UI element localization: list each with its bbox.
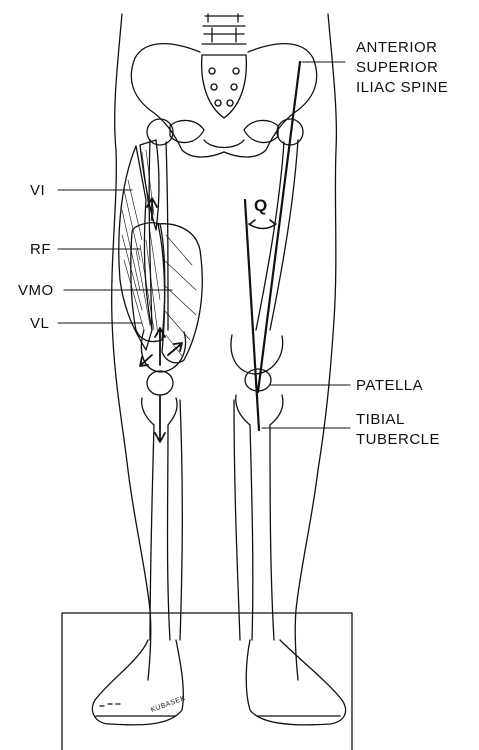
left-tibia <box>142 398 183 640</box>
label-vi: VI <box>30 181 45 200</box>
label-asis-line1: ANTERIOR <box>356 38 438 57</box>
vastus-medialis <box>158 224 202 363</box>
platform <box>62 613 352 750</box>
label-patella: PATELLA <box>356 376 423 395</box>
sacrum <box>202 55 247 118</box>
label-q-angle: Q <box>254 196 268 215</box>
label-asis-line3: ILIAC SPINE <box>356 78 448 97</box>
left-foot <box>92 640 183 725</box>
label-vmo: VMO <box>18 281 54 300</box>
body-outline-right <box>295 14 336 680</box>
label-vl: VL <box>30 314 49 333</box>
q-angle-lines <box>245 62 300 430</box>
force-arrows <box>140 198 182 442</box>
label-rf: RF <box>30 240 51 259</box>
label-asis-line2: SUPERIOR <box>356 58 438 77</box>
spine <box>202 14 246 44</box>
pelvis <box>131 44 316 157</box>
tibial-tubercle-line <box>245 200 259 430</box>
left-patella <box>147 371 173 395</box>
q-angle-arc <box>249 220 276 229</box>
asis-to-patella-line <box>258 62 300 392</box>
right-tibia <box>234 395 283 640</box>
rectus-femoris <box>131 223 165 342</box>
quadriceps <box>119 140 202 442</box>
label-tibial-tubercle-line2: TUBERCLE <box>356 430 440 449</box>
label-tibial-tubercle-line1: TIBIAL <box>356 410 405 429</box>
leader-lines <box>58 62 350 428</box>
